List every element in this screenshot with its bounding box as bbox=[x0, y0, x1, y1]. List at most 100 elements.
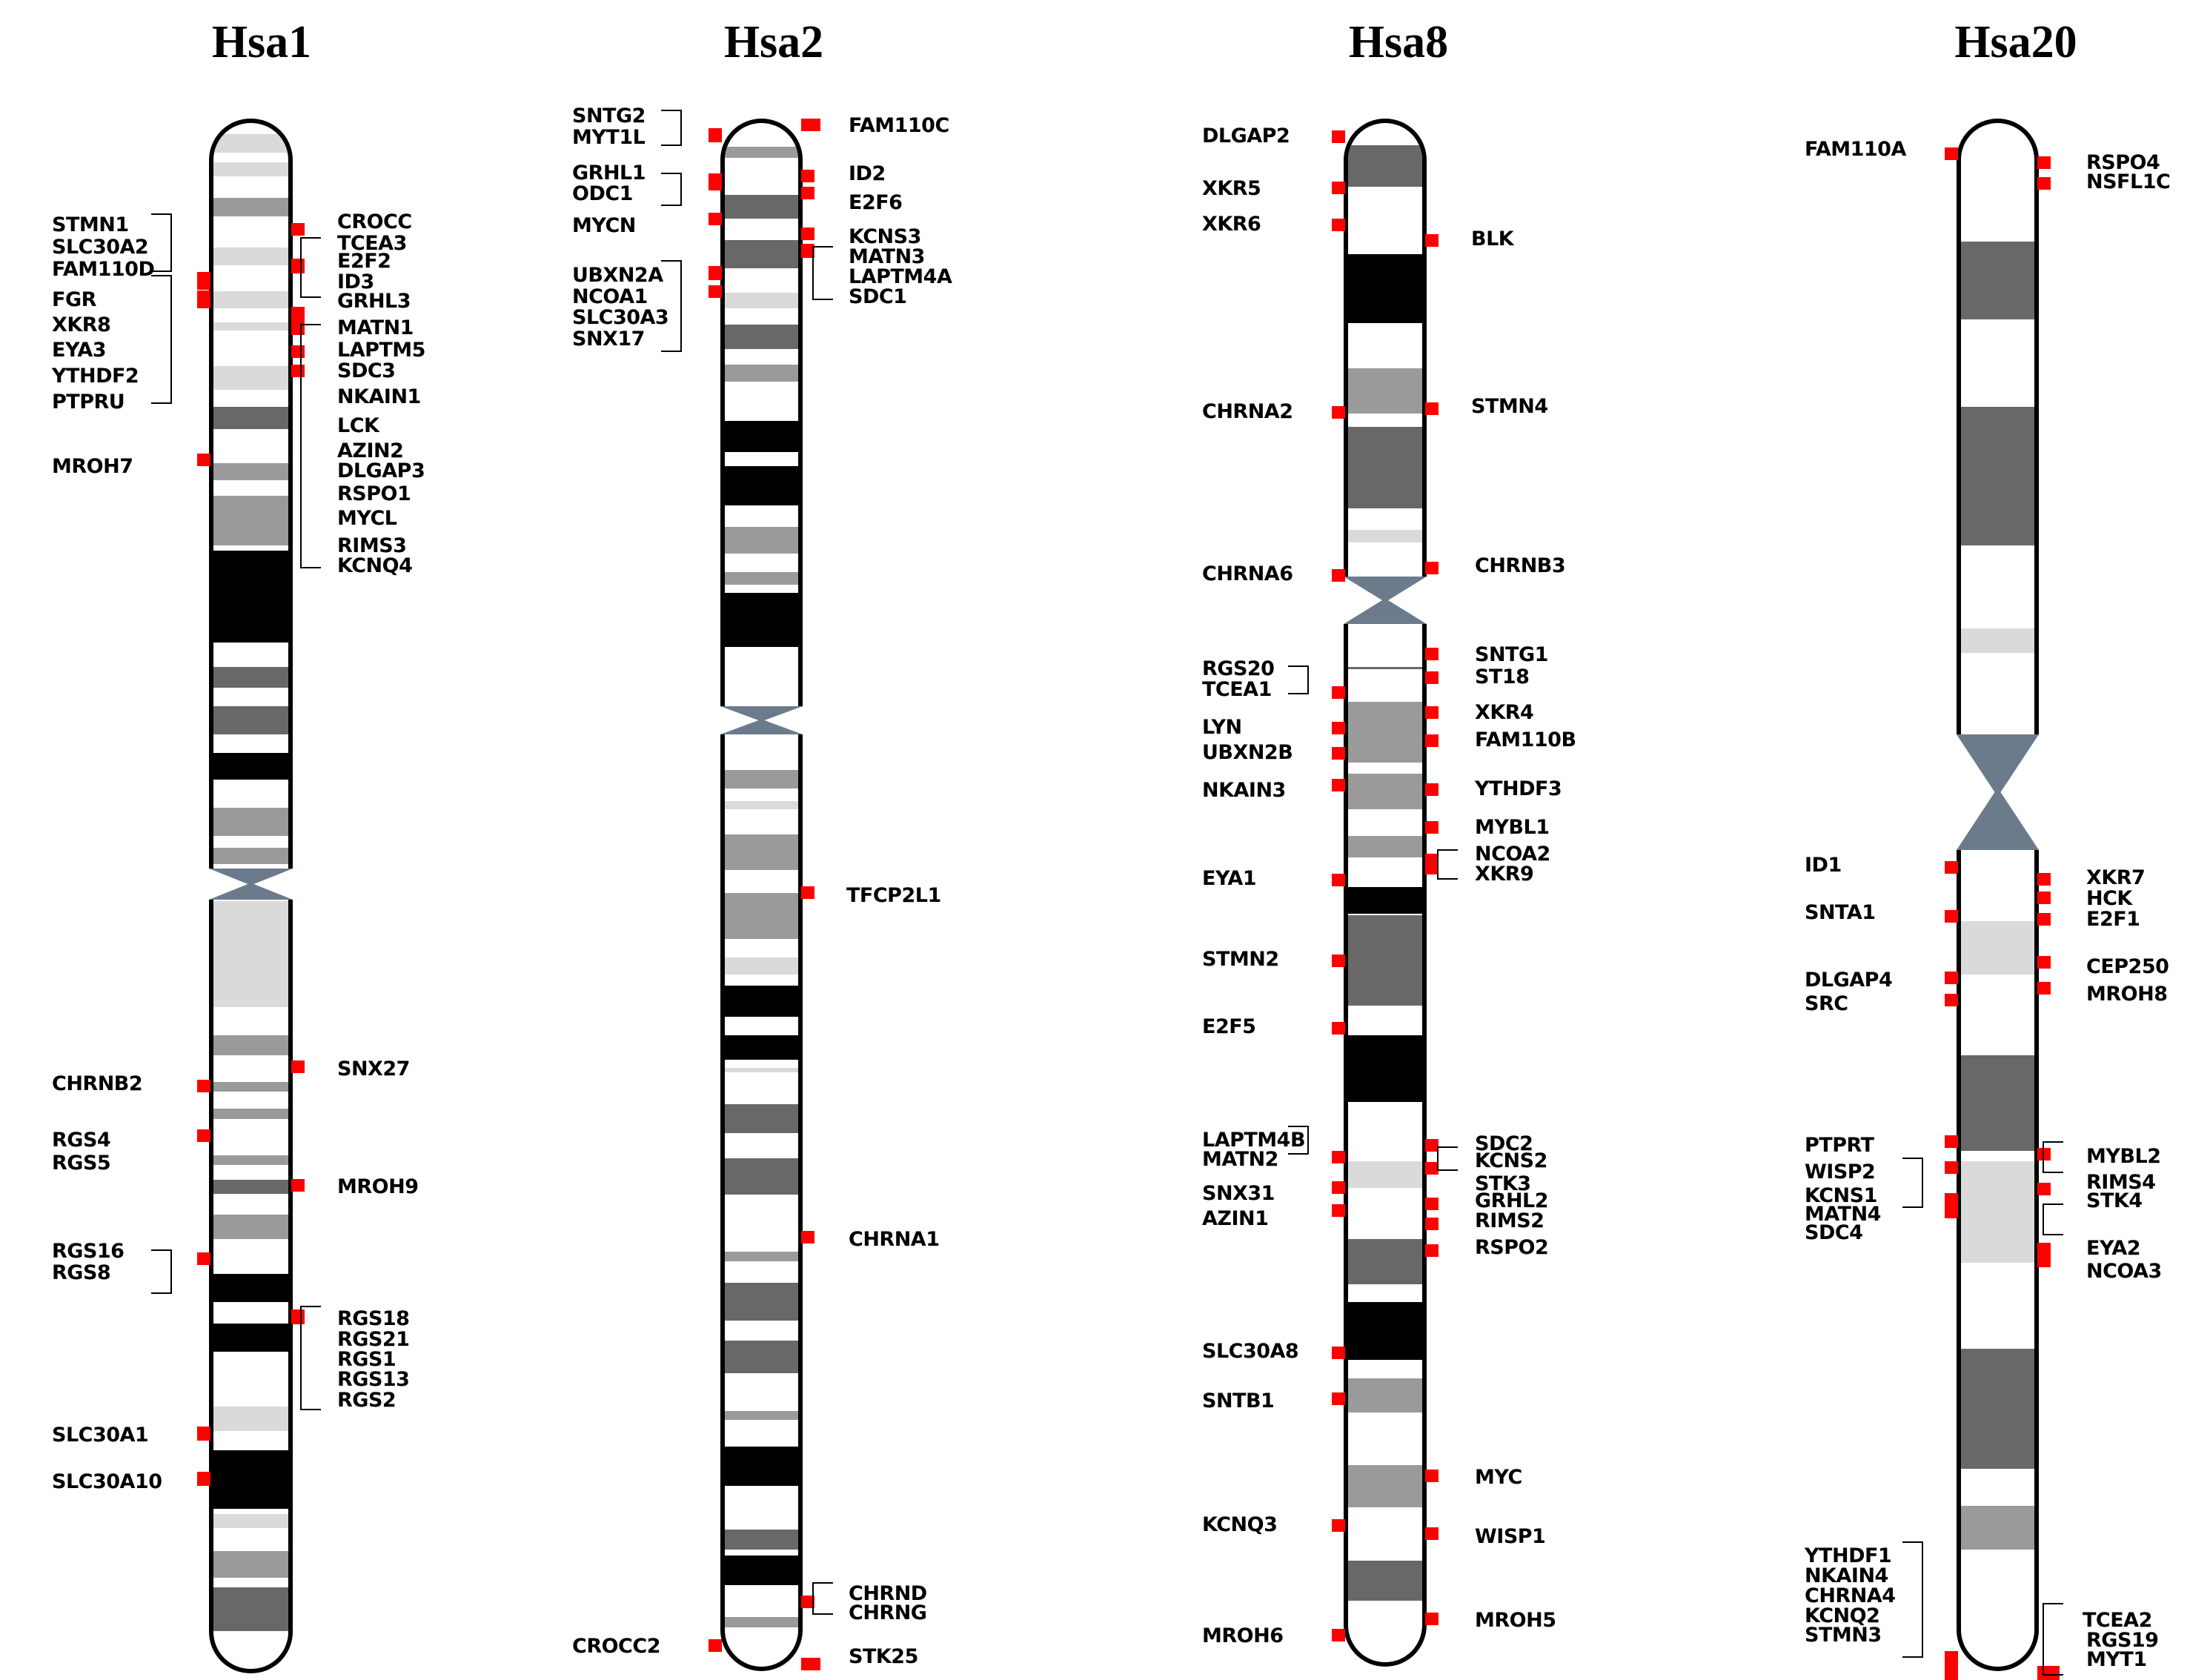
gene-label: TFCP2L1 bbox=[846, 884, 941, 907]
gene-label: WISP2 bbox=[1805, 1161, 1876, 1183]
gene-label: FAM110B bbox=[1475, 728, 1576, 751]
gene-label: CHRNB2 bbox=[52, 1072, 143, 1095]
chromosome-band bbox=[213, 248, 288, 265]
chromosome-band bbox=[1348, 702, 1422, 763]
gene-label: MROH9 bbox=[337, 1175, 419, 1198]
chromosome-title: Hsa8 bbox=[1348, 17, 1449, 67]
gene-label: MROH5 bbox=[1475, 1609, 1556, 1632]
gene-label: XKR9 bbox=[1475, 863, 1534, 886]
gene-location-marker bbox=[1332, 747, 1345, 760]
chromosome-band bbox=[1961, 1055, 2034, 1151]
gene-location-marker bbox=[197, 454, 210, 466]
chromosome-band bbox=[213, 551, 288, 643]
gene-label: MYBL1 bbox=[1475, 816, 1550, 839]
gene-location-marker bbox=[1332, 686, 1345, 699]
gene-location-marker bbox=[1425, 783, 1439, 796]
gene-label: RGS20 bbox=[1202, 657, 1275, 680]
chromosome-band bbox=[725, 986, 798, 1017]
gene-location-marker bbox=[1332, 1022, 1345, 1035]
chromosome-band bbox=[725, 1158, 798, 1195]
gene-label: SNTG2 bbox=[572, 104, 646, 127]
chromosome-band bbox=[725, 572, 798, 585]
gene-location-marker bbox=[1332, 1181, 1345, 1194]
gene-location-marker bbox=[801, 187, 814, 199]
chromosome-band bbox=[213, 134, 288, 153]
gene-label: RGS1 bbox=[337, 1348, 396, 1371]
chromosome-band bbox=[725, 1556, 798, 1585]
gene-label: SNX31 bbox=[1202, 1182, 1275, 1205]
chromosome-band bbox=[1961, 1506, 2034, 1550]
chromosome-title: Hsa1 bbox=[211, 17, 312, 67]
chromosome-band bbox=[213, 1324, 288, 1352]
gene-location-marker bbox=[1425, 854, 1439, 874]
gene-label: CHRNA4 bbox=[1805, 1584, 1896, 1607]
gene-location-marker bbox=[801, 170, 814, 182]
gene-location-marker bbox=[1332, 1519, 1345, 1532]
chromosome-band bbox=[725, 1252, 798, 1261]
gene-location-marker bbox=[709, 285, 722, 298]
gene-location-marker bbox=[1425, 1613, 1439, 1625]
gene-location-marker bbox=[291, 223, 305, 236]
gene-label: NKAIN1 bbox=[337, 385, 421, 408]
gene-location-marker bbox=[1332, 1347, 1345, 1359]
gene-label: TCEA1 bbox=[1202, 678, 1272, 701]
gene-location-marker bbox=[1425, 1527, 1439, 1540]
chromosome-band bbox=[1961, 1161, 2034, 1263]
gene-location-marker bbox=[2037, 1243, 2051, 1267]
gene-location-marker bbox=[1425, 1198, 1439, 1210]
gene-label: DLGAP4 bbox=[1805, 969, 1893, 992]
chromosome-band bbox=[1348, 887, 1422, 914]
gene-label: ODC1 bbox=[572, 182, 633, 205]
gene-label: CHRNA1 bbox=[849, 1228, 940, 1251]
gene-location-marker bbox=[801, 886, 814, 899]
chromosome-band bbox=[1348, 774, 1422, 809]
gene-label: NSFL1C bbox=[2086, 170, 2171, 193]
chromosome-band bbox=[1348, 1302, 1422, 1360]
gene-label: RGS2 bbox=[337, 1389, 396, 1412]
gene-label: SNTB1 bbox=[1202, 1390, 1275, 1412]
gene-label: RGS19 bbox=[2086, 1629, 2159, 1652]
chromosome-band bbox=[1348, 1035, 1422, 1102]
gene-label: EYA2 bbox=[2086, 1237, 2141, 1260]
gene-location-marker bbox=[1332, 219, 1345, 231]
gene-label: ID3 bbox=[337, 270, 374, 293]
gene-label: ST18 bbox=[1475, 665, 1530, 688]
gene-label: SDC3 bbox=[337, 359, 396, 382]
chromosome-band bbox=[213, 407, 288, 429]
gene-label: RGS4 bbox=[52, 1129, 111, 1152]
gene-location-marker bbox=[1945, 1651, 1958, 1680]
gene-label: NKAIN4 bbox=[1805, 1564, 1888, 1587]
centromere-icon bbox=[720, 706, 803, 734]
chromosome-band bbox=[725, 365, 798, 382]
gene-label: AZIN2 bbox=[337, 439, 404, 462]
gene-label: SRC bbox=[1805, 992, 1848, 1015]
p-arm bbox=[720, 119, 803, 706]
gene-cluster-bracket bbox=[300, 324, 321, 568]
gene-label: NCOA3 bbox=[2086, 1260, 2162, 1283]
chromosome-title: Hsa2 bbox=[723, 17, 824, 67]
chromosome-title: Hsa20 bbox=[1954, 17, 2077, 67]
gene-label: STMN1 bbox=[52, 213, 129, 236]
gene-location-marker bbox=[197, 1252, 210, 1265]
chromosome-band bbox=[1348, 1561, 1422, 1601]
gene-label: STK3 bbox=[1475, 1172, 1531, 1195]
gene-label: RGS5 bbox=[52, 1152, 111, 1175]
gene-location-marker bbox=[197, 1129, 210, 1142]
gene-label: STMN3 bbox=[1805, 1624, 1882, 1647]
gene-label: UBXN2B bbox=[1202, 741, 1293, 764]
chromosome-band bbox=[213, 1180, 288, 1194]
gene-cluster-bracket bbox=[1902, 1541, 1923, 1658]
gene-location-marker bbox=[1945, 147, 1958, 160]
gene-label: FGR bbox=[52, 288, 96, 311]
gene-label: DLGAP3 bbox=[337, 459, 425, 482]
gene-label: SLC30A1 bbox=[52, 1424, 149, 1447]
gene-cluster-bracket bbox=[2043, 1203, 2063, 1235]
gene-location-marker bbox=[1332, 130, 1345, 143]
chromosome-band bbox=[1348, 1465, 1422, 1507]
gene-location-marker bbox=[1425, 1139, 1439, 1152]
gene-label: FAM110A bbox=[1805, 138, 1906, 161]
p-arm bbox=[209, 119, 293, 869]
gene-label: FAM110D bbox=[52, 258, 155, 281]
gene-location-marker bbox=[1945, 972, 1958, 984]
